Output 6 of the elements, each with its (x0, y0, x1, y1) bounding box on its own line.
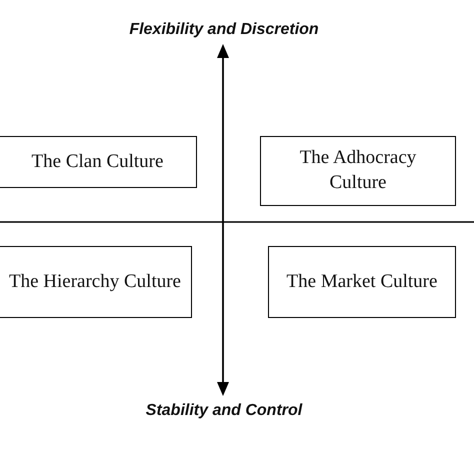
culture-box: The Market Culture (268, 246, 456, 318)
culture-box: The Clan Culture (0, 136, 197, 188)
axis-label: Stability and Control (144, 402, 304, 420)
culture-box: The Adhocracy Culture (260, 136, 456, 206)
culture-box: The Hierarchy Culture (0, 246, 192, 318)
axis-label: Flexibility and Discretion (128, 21, 320, 39)
